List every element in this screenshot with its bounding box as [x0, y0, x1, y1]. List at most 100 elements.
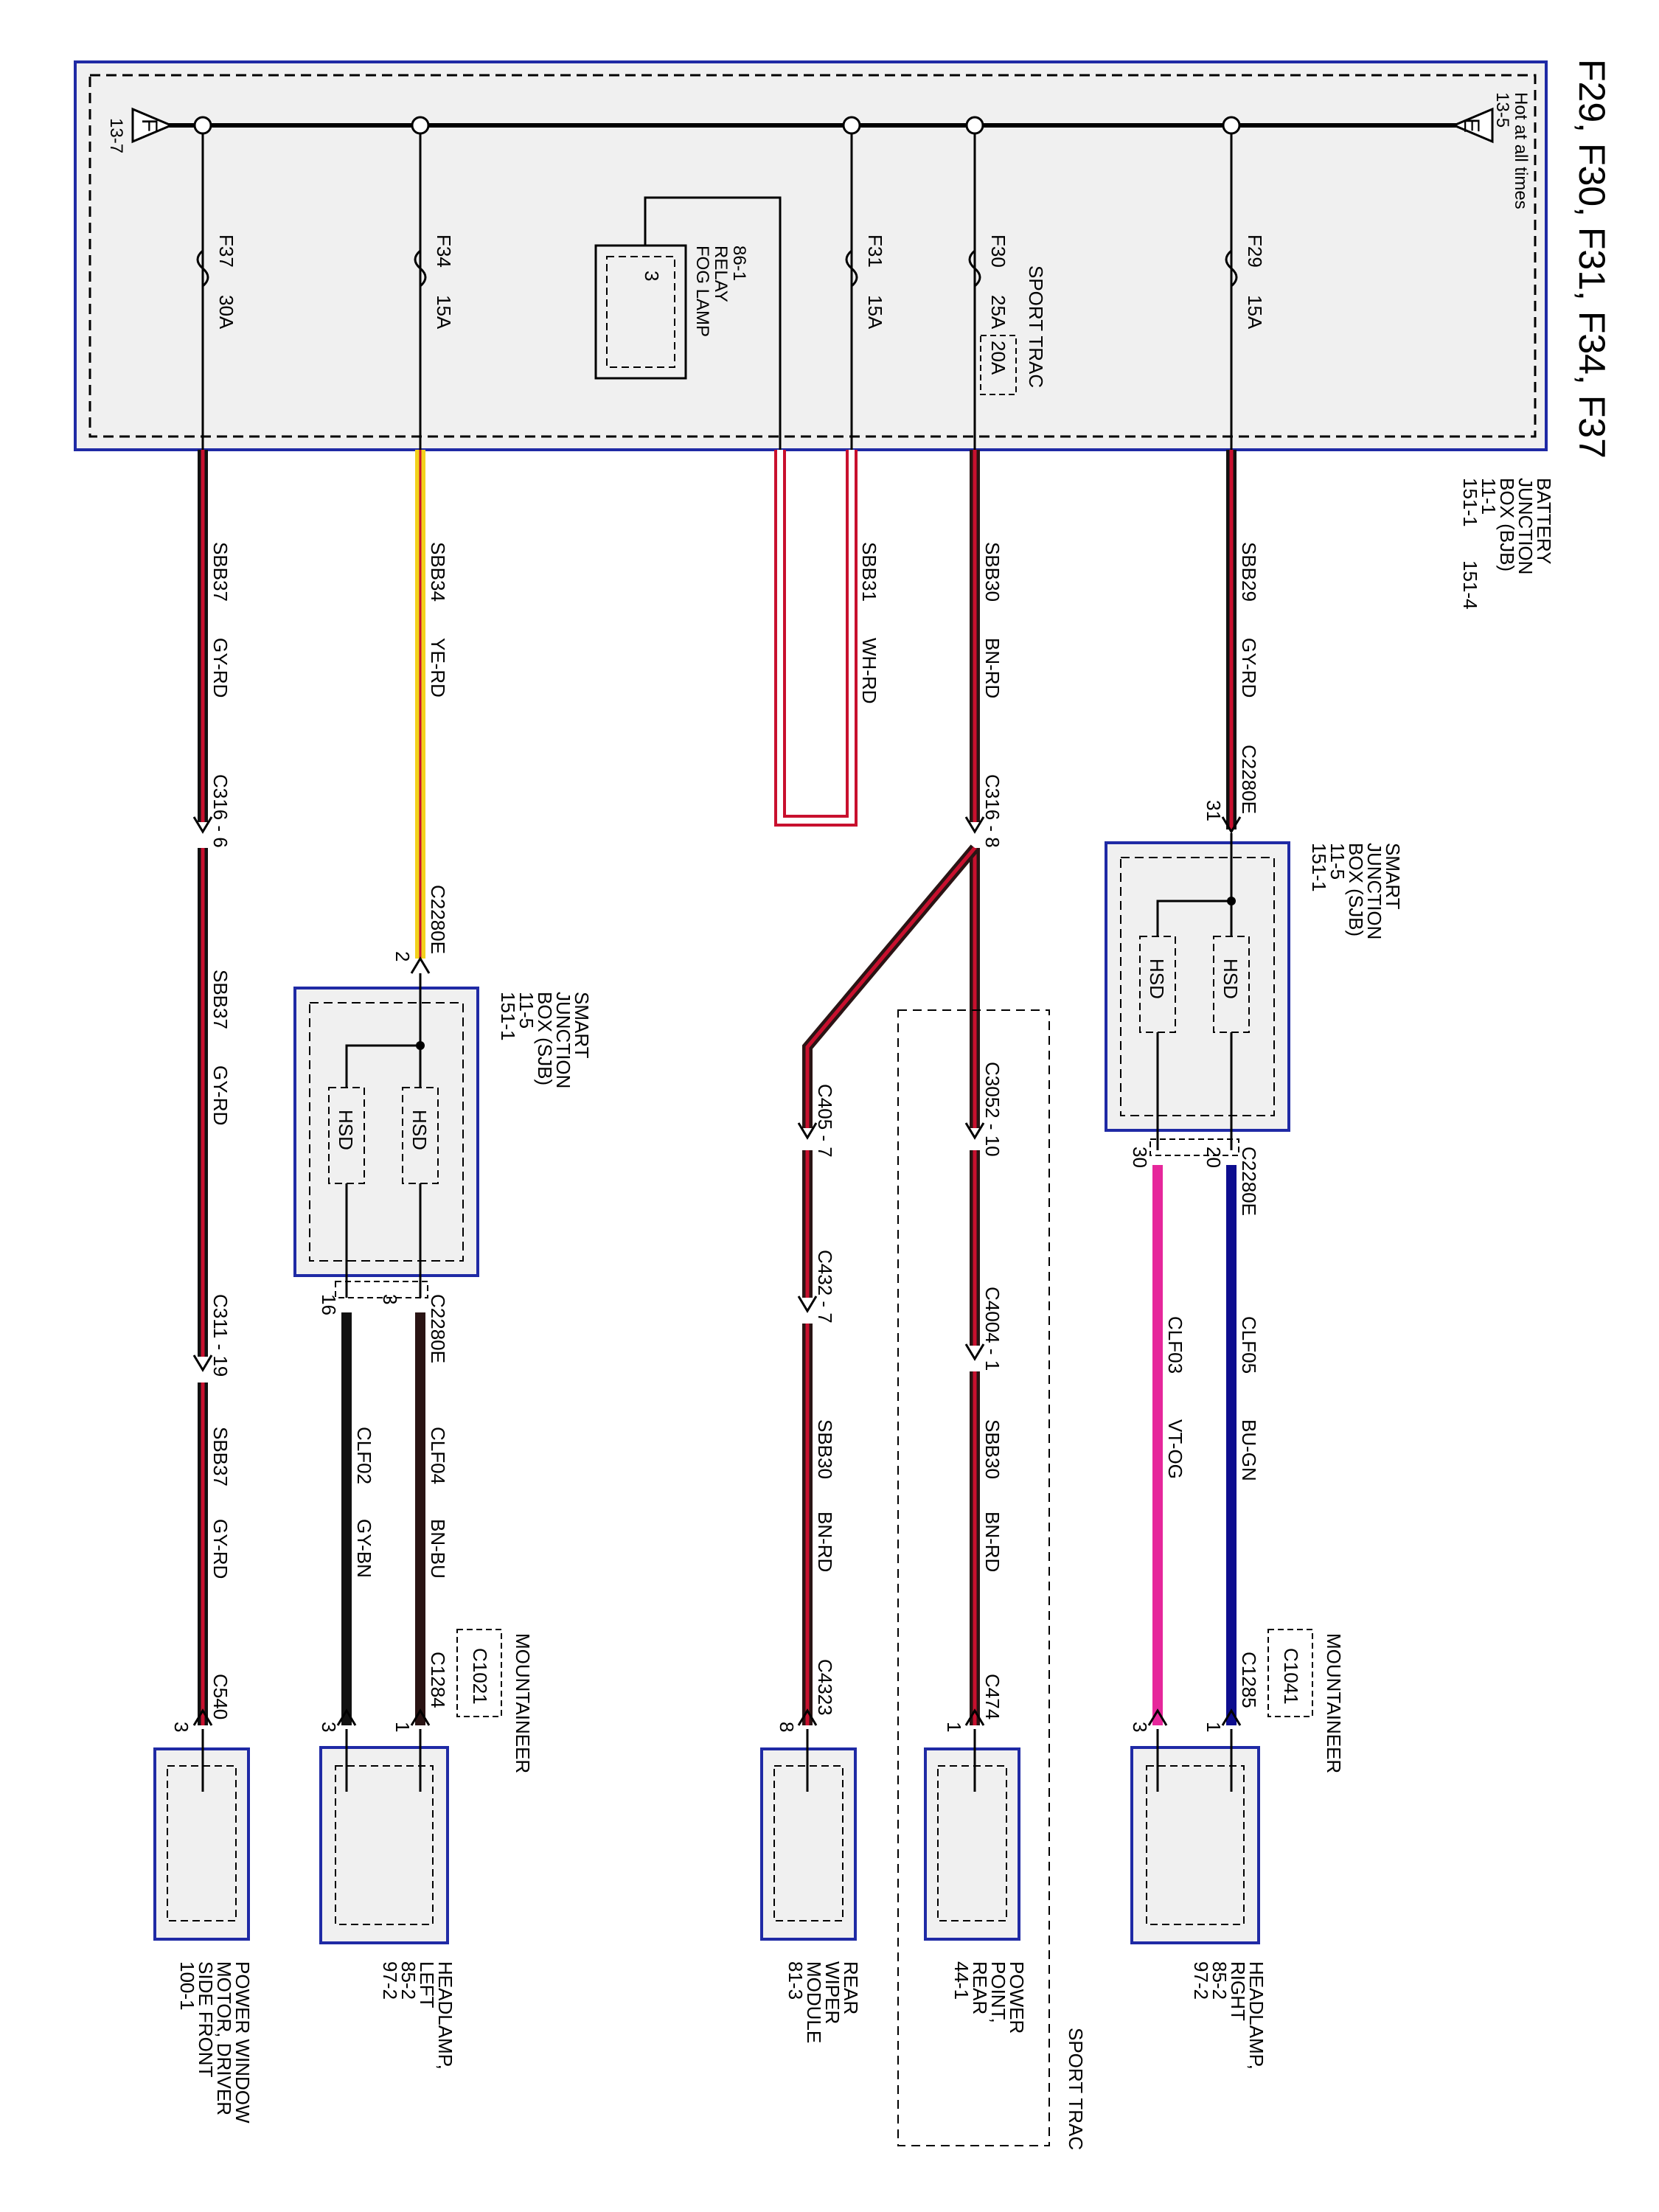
fog-relay-line1: FOG LAMP: [692, 246, 712, 337]
sjb-left-branch: [345, 1044, 420, 1088]
sjb-left-inner: [309, 1002, 464, 1262]
bus-left-letter: F: [137, 119, 161, 132]
fog-relay-line2: RELAY: [711, 246, 731, 302]
conn-c1041: C1041: [1280, 1648, 1302, 1705]
headlamp-left-inner: [335, 1765, 434, 1925]
sjb-right-line2: JUNCTION: [1363, 843, 1385, 939]
bjb-ref-1: 11-1: [1478, 478, 1500, 515]
headlamp-right-line1: HEADLAMP,: [1245, 1961, 1267, 2070]
sport-trac-region: [897, 1009, 1050, 2146]
wire-clf05-color: BU-GN: [1238, 1419, 1260, 1481]
conn-arrow-c432: [797, 1295, 818, 1313]
bus-tap-f31: [842, 116, 861, 135]
conn-c2280e-left-bottom: C2280E: [427, 1294, 449, 1363]
fuse-f34-icon: [414, 249, 427, 288]
wire-sbb37-circuit: SBB37: [209, 542, 232, 602]
wire-clf04-circuit: CLF04: [427, 1427, 449, 1484]
wire-sbb37-seg2-color: GY-RD: [209, 1065, 232, 1125]
wire-sbb29-circuit: SBB29: [1238, 542, 1260, 602]
fog-relay-feed: [644, 196, 782, 450]
conn-c316-8: C316 - 8: [981, 774, 1004, 848]
hsd-right-a-label: HSD: [1220, 959, 1242, 999]
sjb-left-box: [293, 987, 479, 1277]
power-window-line1: POWER WINDOW: [232, 1961, 254, 2124]
conn-c311-19: C311 - 19: [209, 1294, 232, 1377]
wire-sbb30-color: BN-RD: [981, 638, 1004, 698]
pin-3-right: 3: [1129, 1722, 1151, 1732]
wire-sbb31-core: [777, 450, 855, 824]
rear-wiper-line1: REAR: [840, 1961, 862, 2014]
pin-16: 16: [318, 1294, 340, 1315]
headlamp-right-line3: 85-2: [1208, 1961, 1231, 2000]
wire-sbb34-color: YE-RD: [427, 638, 449, 698]
power-window-line2: MOTOR, DRIVER: [213, 1961, 235, 2115]
fuse-f30-id: F30: [987, 234, 1009, 268]
conn-c2280e-mid-right: C2280E: [1238, 1147, 1260, 1216]
wire-sbb30-wiper-stripe: [805, 846, 976, 1128]
fuse-f30-rating: 25A: [987, 295, 1009, 330]
conn-c405-7: C405 - 7: [814, 1084, 836, 1158]
power-point-line3: REAR: [969, 1961, 991, 2014]
bjb-name-line3: BOX (BJB): [1496, 478, 1518, 571]
conn-c3052-10: C3052 - 10: [981, 1062, 1004, 1157]
hsd-right-b-label: HSD: [1146, 959, 1168, 999]
diagram-title: F29, F30, F31, F34, F37: [1571, 59, 1613, 459]
headlamp-left-line4: 97-2: [379, 1961, 401, 2000]
wire-sbb37-seg2-circuit: SBB37: [209, 970, 232, 1029]
bjb-name-line1: BATTERY: [1533, 478, 1555, 565]
wire-sbb37-seg3-color: GY-RD: [209, 1519, 232, 1579]
power-point-box: [924, 1747, 1020, 1941]
wire-sbb30-pp-color: BN-RD: [981, 1512, 1004, 1572]
c2280e-pin-group-left: [335, 1281, 428, 1298]
wire-clf04-color: BN-BU: [427, 1519, 449, 1579]
wire-sbb30-circuit: SBB30: [981, 542, 1004, 602]
conn-arrow-c405: [797, 1122, 818, 1140]
wire-sbb34-circuit: SBB34: [427, 542, 449, 602]
conn-c1284: C1284: [427, 1652, 449, 1708]
conn-arrow-c1285-3: [1147, 1708, 1168, 1726]
conn-c432-7: C432 - 7: [814, 1250, 836, 1324]
conn-c2280e-top-right: C2280E: [1238, 745, 1260, 814]
fuse-f34-id: F34: [433, 234, 455, 268]
wire-sbb31-color: WH-RD: [858, 638, 880, 704]
wire-sbb37-seg3-circuit: SBB37: [209, 1427, 232, 1486]
fuse-f29-rating: 15A: [1244, 295, 1266, 330]
conn-c2280e-left-top: C2280E: [427, 885, 449, 954]
bus-left-ref: 13-7: [106, 118, 126, 153]
conn-arrow-c311: [192, 1354, 213, 1372]
conn-arrow-c1284-3: [336, 1708, 357, 1726]
headlamp-left-line2: LEFT: [416, 1961, 438, 2008]
fuse-f31-icon: [845, 249, 858, 288]
wire-sbb30-wiper-circuit: SBB30: [814, 1419, 836, 1479]
headlamp-left-box: [319, 1746, 449, 1944]
fuse-f37-id: F37: [215, 234, 237, 268]
conn-arrow-c1285-1: [1221, 1708, 1242, 1726]
fuse-f30-alt-rating: 20A: [987, 341, 1009, 375]
conn-c1021: C1021: [469, 1648, 491, 1705]
sjb-left-line5: 151-1: [497, 992, 519, 1041]
conn-c4323: C4323: [814, 1659, 836, 1716]
bus-tap-f30: [965, 116, 984, 135]
headlamp-right-line2: RIGHT: [1227, 1961, 1249, 2021]
headlamp-right-line4: 97-2: [1190, 1961, 1212, 2000]
fuse-f37-icon: [196, 249, 209, 288]
sjb-right-line4: 11-5: [1326, 843, 1349, 880]
conn-arrow-c316-6: [192, 816, 213, 834]
fuse-f34-rating: 15A: [433, 295, 455, 330]
conn-c4004-1: C4004 - 1: [981, 1287, 1004, 1371]
fuse-f30-icon: [968, 249, 981, 288]
pin-31: 31: [1203, 800, 1225, 821]
bus-right-flag: [1451, 107, 1494, 144]
conn-arrow-c2280e-2: [410, 956, 431, 974]
conn-arrow-c4323: [797, 1708, 818, 1726]
conn-arrow-c474: [964, 1708, 985, 1726]
mountaineer-right: MOUNTAINEER: [1323, 1633, 1345, 1773]
rear-wiper-line3: MODULE: [803, 1961, 825, 2043]
fuse-f29-icon: [1225, 249, 1238, 288]
wire-sbb31-circuit: SBB31: [858, 542, 880, 602]
pin-30: 30: [1129, 1147, 1151, 1168]
mountaineer-left: MOUNTAINEER: [512, 1633, 534, 1773]
bus-right-ref: 13-5: [1492, 92, 1512, 128]
bus-left-flag: [131, 107, 174, 144]
conn-arrow-c4004: [964, 1343, 985, 1361]
